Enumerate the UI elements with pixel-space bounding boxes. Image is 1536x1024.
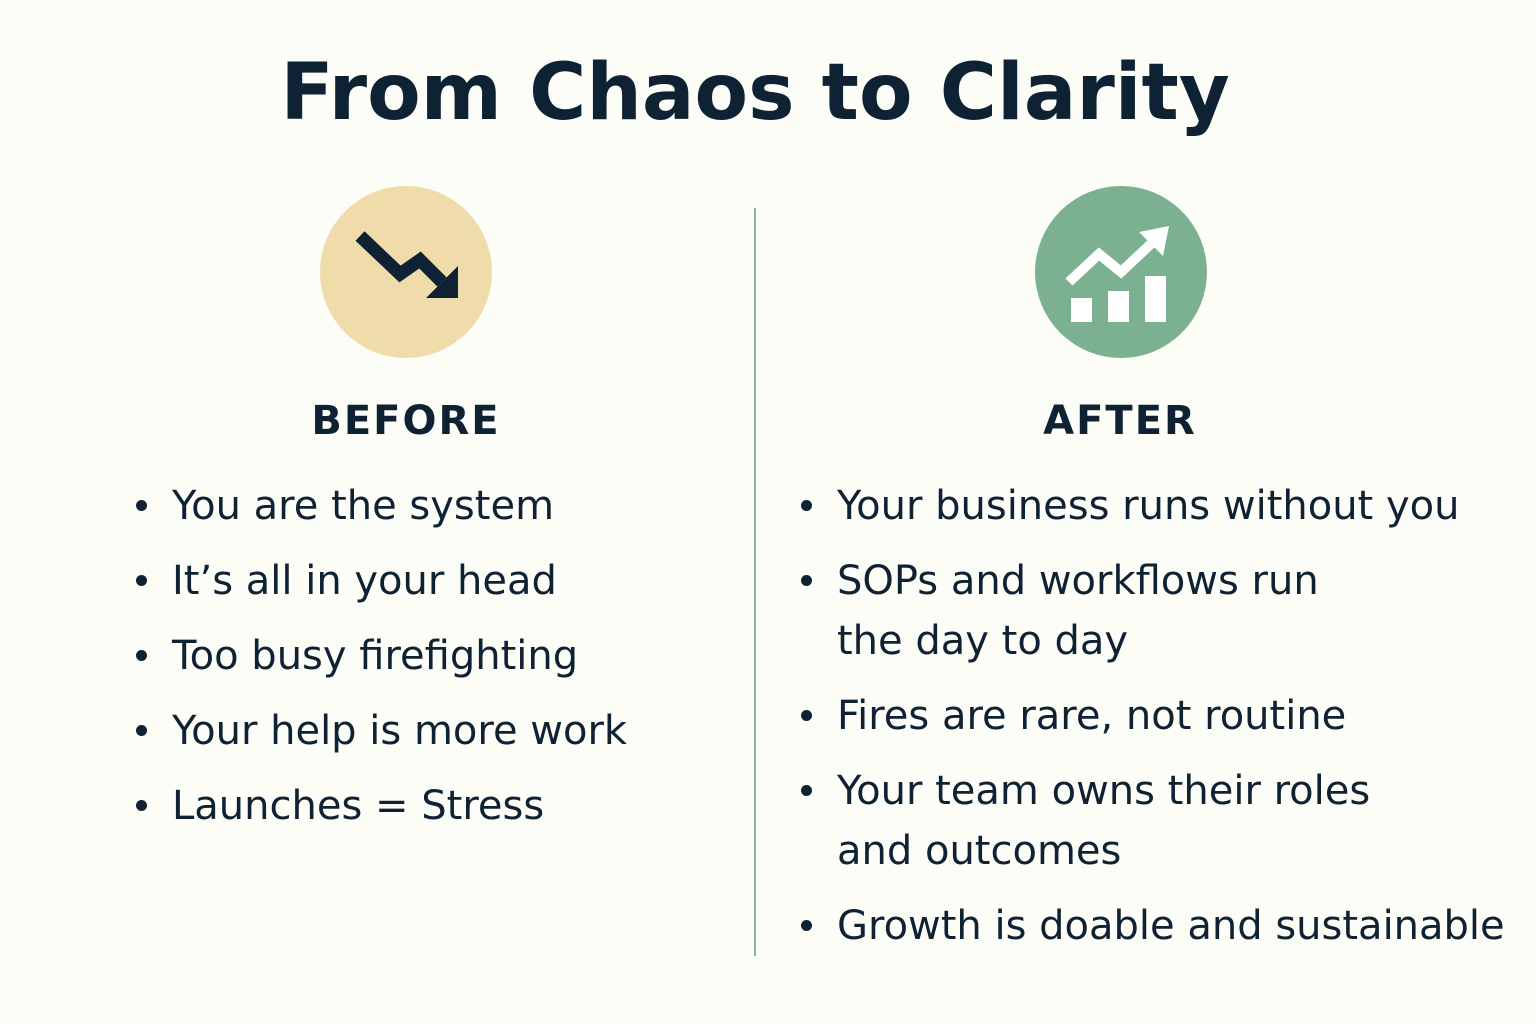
list-item-line: SOPs and workflows run — [837, 558, 1319, 604]
after-heading: AFTER — [1043, 398, 1197, 444]
list-item-line: the day to day — [837, 618, 1129, 664]
trend-down-arrow-icon — [320, 186, 492, 358]
list-item-line: Growth is doable and sustainable — [837, 903, 1505, 949]
list-item-line: Your team owns their roles — [837, 768, 1371, 814]
page-title: From Chaos to Clarity — [280, 48, 1230, 138]
before-list: You are the system It’s all in your head… — [132, 476, 627, 851]
list-item: Growth is doable and sustainable — [797, 896, 1505, 956]
growth-chart-icon — [1035, 186, 1207, 358]
list-item: You are the system — [132, 476, 627, 536]
list-item-line: Fires are rare, not routine — [837, 693, 1347, 739]
list-item: Your business runs without you — [797, 476, 1505, 536]
list-item-line: Your business runs without you — [837, 483, 1460, 529]
list-item: Fires are rare, not routine — [797, 686, 1505, 746]
after-list: Your business runs without you SOPs and … — [797, 476, 1505, 971]
column-divider — [754, 208, 756, 956]
before-heading: BEFORE — [311, 398, 501, 444]
list-item: SOPs and workflows run the day to day — [797, 551, 1505, 671]
list-item: It’s all in your head — [132, 551, 627, 611]
list-item: Your help is more work — [132, 701, 627, 761]
list-item: Launches = Stress — [132, 776, 627, 836]
list-item-line: and outcomes — [837, 828, 1122, 874]
list-item: Your team owns their roles and outcomes — [797, 761, 1505, 881]
list-item: Too busy firefighting — [132, 626, 627, 686]
